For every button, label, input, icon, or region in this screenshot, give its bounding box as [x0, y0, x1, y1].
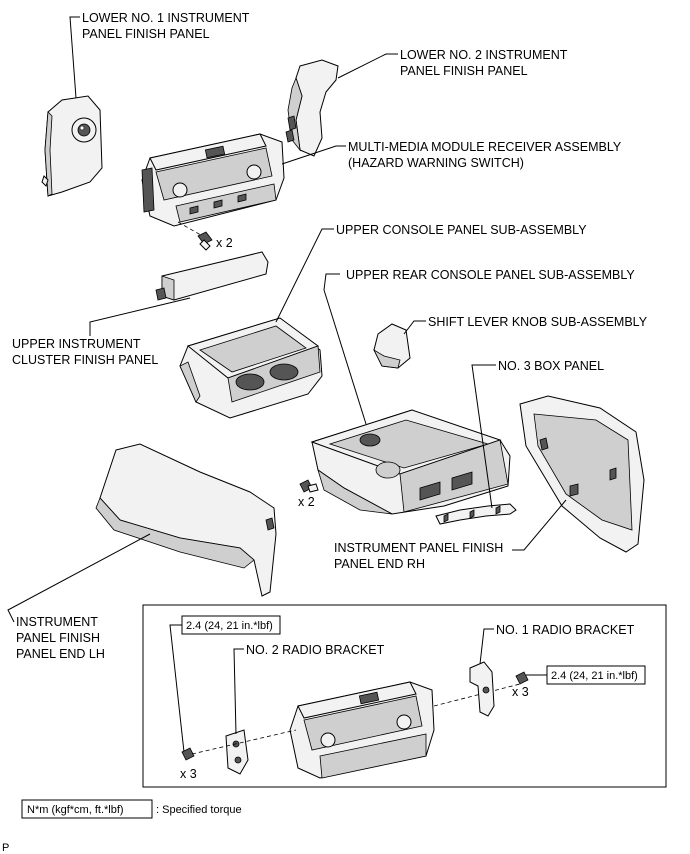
lower-no1-finish-panel-part: [41, 95, 103, 197]
bracket-axis-right: [433, 683, 521, 707]
lower-no2-finish-panel-part: [285, 59, 339, 157]
upper-rear-console-panel-part: [310, 409, 511, 515]
qty-bracket-left: x 3: [180, 767, 197, 781]
torque-right: 2.4 (24, 21 in.*lbf): [551, 670, 638, 682]
leader-no2-radio: [233, 648, 244, 735]
label-no2-radio: NO. 2 RADIO BRACKET: [246, 643, 385, 657]
legend-unit-box: [21, 799, 153, 819]
label-panel-end-rh-line1: INSTRUMENT PANEL FINISH: [334, 541, 503, 555]
label-lower-no1-line2: PANEL FINISH PANEL: [82, 27, 210, 41]
label-shift-knob: SHIFT LEVER KNOB SUB-ASSEMBLY: [428, 315, 648, 329]
label-panel-end-rh-line2: PANEL END RH: [334, 557, 425, 571]
leader-no3-box: [471, 364, 496, 509]
panel-end-lh-part: [95, 443, 277, 597]
torque-left: 2.4 (24, 21 in.*lbf): [186, 620, 273, 632]
legend-unit: N*m (kgf*cm, ft.*lbf): [27, 804, 124, 816]
panel-end-rh-part: [519, 395, 645, 553]
leader-upper-rear-console: [323, 273, 367, 425]
no1-radio-bracket-part: [469, 661, 495, 717]
label-panel-end-lh-line3: PANEL END LH: [16, 647, 105, 661]
label-lower-no2-line1: LOWER NO. 2 INSTRUMENT: [400, 48, 568, 62]
label-multi-media-line1: MULTI-MEDIA MODULE RECEIVER ASSEMBLY: [348, 140, 622, 154]
leader-upper-cluster: [89, 297, 191, 336]
legend-desc: : Specified torque: [156, 804, 242, 816]
label-lower-no2-line2: PANEL FINISH PANEL: [400, 64, 528, 78]
screw-mm: [197, 231, 213, 251]
label-no1-radio: NO. 1 RADIO BRACKET: [496, 623, 635, 637]
shift-lever-knob-part: [373, 323, 411, 369]
label-upper-console: UPPER CONSOLE PANEL SUB-ASSEMBLY: [336, 223, 587, 237]
label-multi-media-line2: (HAZARD WARNING SWITCH): [348, 156, 524, 170]
label-lower-no1-line1: LOWER NO. 1 INSTRUMENT: [82, 11, 250, 25]
multi-media-receiver-part: [141, 133, 285, 227]
leader-shift-knob: [403, 320, 426, 335]
label-no3-box: NO. 3 BOX PANEL: [498, 359, 604, 373]
screw-console: [299, 479, 319, 493]
leader-lower-no2: [337, 53, 398, 79]
bracket-axis: [191, 729, 297, 755]
bracket-screw-left: [181, 747, 195, 761]
leader-multi-media: [281, 145, 346, 165]
label-upper-cluster-line2: CLUSTER FINISH PANEL: [12, 353, 158, 367]
leader-panel-end-rh: [512, 499, 567, 551]
upper-console-panel-part: [179, 317, 323, 419]
radio-unit-inset-part: [289, 681, 435, 779]
screw-axis-mm: [177, 221, 207, 239]
no2-radio-bracket-part: [225, 729, 249, 775]
leader-torque-left: [169, 624, 185, 753]
label-panel-end-lh-line2: PANEL FINISH: [16, 631, 100, 645]
no3-box-panel-part: [435, 503, 517, 525]
label-upper-rear-console: UPPER REAR CONSOLE PANEL SUB-ASSEMBLY: [346, 268, 635, 282]
leader-upper-console: [275, 228, 334, 323]
leader-lower-no1: [69, 16, 80, 99]
qty-bracket-right: x 3: [512, 685, 529, 699]
leader-panel-end-lh: [7, 533, 151, 623]
leader-no1-radio: [479, 628, 494, 665]
upper-cluster-finish-panel-part: [155, 251, 269, 301]
bracket-screw-right: [515, 671, 529, 685]
label-upper-cluster-line1: UPPER INSTRUMENT: [12, 337, 141, 351]
corner-mark: P: [2, 842, 9, 854]
label-panel-end-lh-line1: INSTRUMENT: [16, 615, 98, 629]
qty-screw-console: x 2: [298, 495, 315, 509]
qty-screw-mm: x 2: [216, 236, 233, 250]
